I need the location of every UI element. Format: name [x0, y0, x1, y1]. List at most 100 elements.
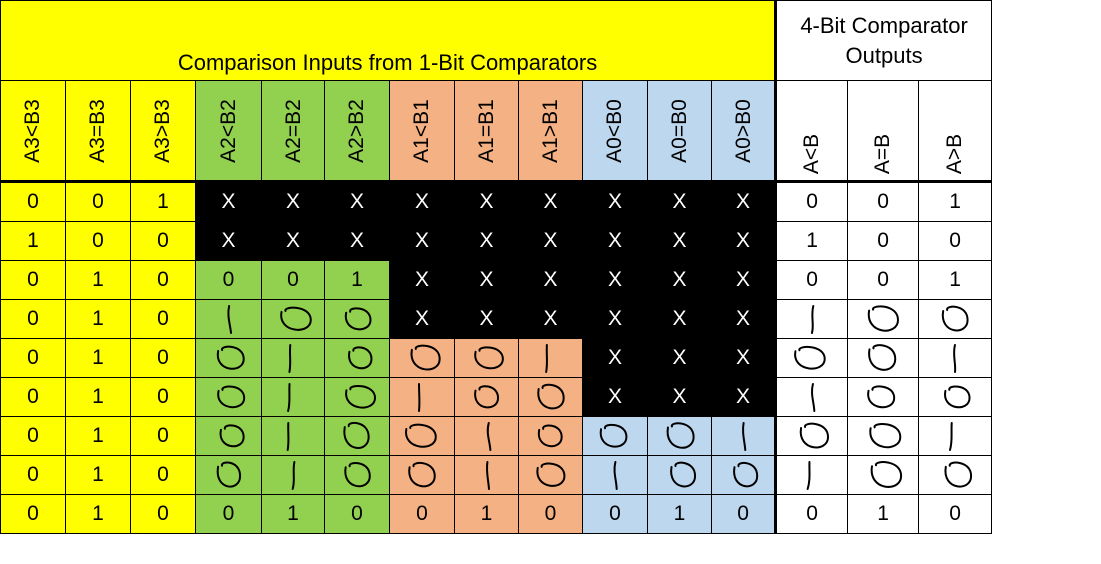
table-cell: 1	[847, 494, 920, 534]
handwritten-zero-icon	[345, 307, 372, 331]
table-cell: 0	[195, 338, 262, 378]
table-cell: 0	[324, 299, 390, 339]
handwritten-zero-icon	[343, 421, 370, 449]
table-cell: 0	[775, 338, 849, 378]
table-cell: 0	[195, 416, 262, 456]
column-header: A=B	[847, 80, 920, 183]
handwritten-one-icon	[806, 461, 811, 490]
column-header-label: A3<B3	[20, 98, 44, 163]
table-cell: 0	[261, 260, 325, 300]
table-row: 010100XXXXXX100	[0, 299, 993, 339]
column-header-label: A1<B1	[409, 98, 433, 163]
table-cell: X	[454, 221, 519, 261]
table-cell: 0	[918, 455, 993, 495]
handwritten-one-icon	[286, 422, 290, 451]
table-cell: 1	[261, 377, 325, 417]
handwritten-zero-icon	[869, 423, 902, 449]
table-row: 010010010001001	[0, 416, 993, 456]
table-cell: X	[389, 299, 455, 339]
column-header: A1>B1	[518, 80, 583, 183]
table-cell: 1	[261, 455, 325, 495]
handwritten-zero-icon	[870, 461, 903, 488]
table-cell: X	[710, 338, 778, 378]
table-cell: X	[582, 377, 648, 417]
table-cell: 1	[775, 377, 849, 417]
handwritten-zero-icon	[473, 346, 504, 370]
table-cell: 0	[195, 260, 262, 300]
table-cell: 1	[918, 338, 993, 378]
table-cell: 1	[775, 455, 849, 495]
handwritten-one-icon	[953, 344, 957, 373]
table-cell: 1	[65, 299, 131, 339]
table-cell: 1	[454, 455, 519, 495]
table-cell: 1	[454, 494, 519, 534]
table-cell: X	[195, 221, 262, 261]
handwritten-zero-icon	[669, 461, 696, 488]
table-cell: 1	[775, 221, 849, 261]
handwritten-one-icon	[613, 461, 618, 490]
handwritten-zero-icon	[345, 384, 377, 409]
table-cell: 1	[65, 260, 131, 300]
table-cell: 1	[65, 338, 131, 378]
table-cell: X	[195, 181, 262, 222]
comparator-truth-table: Comparison Inputs from 1-Bit Comparators…	[0, 0, 993, 534]
inputs-title: Comparison Inputs from 1-Bit Comparators	[0, 0, 778, 81]
table-cell: 1	[918, 181, 993, 222]
table-cell: 0	[847, 181, 920, 222]
table-cell: 0	[582, 494, 648, 534]
table-cell: X	[518, 221, 583, 261]
handwritten-zero-icon	[219, 424, 245, 448]
table-cell: X	[647, 299, 712, 339]
table-cell: 0	[65, 221, 131, 261]
table-cell: 0	[130, 299, 196, 339]
handwritten-zero-icon	[410, 344, 441, 371]
table-cell: 1	[65, 494, 131, 534]
handwritten-one-icon	[287, 383, 291, 412]
handwritten-one-icon	[417, 383, 421, 412]
table-cell: 0	[918, 494, 993, 534]
table-cell: 0	[518, 494, 583, 534]
table-cell: 0	[195, 494, 262, 534]
handwritten-one-icon	[544, 344, 548, 373]
table-cell: 0	[775, 181, 849, 222]
table-row: 010010100XXX100	[0, 377, 993, 417]
table-cell: 0	[261, 299, 325, 339]
table-cell: X	[454, 299, 519, 339]
handwritten-zero-icon	[942, 305, 969, 332]
table-cell: 0	[0, 455, 66, 495]
handwritten-one-icon	[949, 422, 953, 451]
table-cell: 0	[847, 455, 920, 495]
handwritten-zero-icon	[408, 461, 436, 488]
column-header-label: A1=B1	[474, 98, 498, 163]
table-cell: X	[647, 260, 712, 300]
table-cell: 1	[130, 181, 196, 222]
table-cell: 0	[454, 377, 519, 417]
table-cell: 0	[389, 494, 455, 534]
table-cell: X	[454, 181, 519, 222]
table-cell: X	[389, 181, 455, 222]
table-cell: 0	[130, 221, 196, 261]
table-cell: 0	[324, 377, 390, 417]
table-cell: 0	[324, 416, 390, 456]
handwritten-zero-icon	[733, 461, 759, 488]
table-cell: 0	[847, 377, 920, 417]
table-cell: 0	[195, 455, 262, 495]
table-cell: 1	[918, 416, 993, 456]
table-cell: X	[647, 221, 712, 261]
table-cell: 0	[0, 181, 66, 222]
column-header: A1=B1	[454, 80, 519, 183]
table-cell: 0	[847, 221, 920, 261]
table-cell: 0	[130, 455, 196, 495]
table-cell: 1	[195, 299, 262, 339]
table-cell: X	[582, 221, 648, 261]
table-cell: X	[710, 181, 778, 222]
table-cell: 0	[0, 260, 66, 300]
column-header: A0>B0	[710, 80, 778, 183]
table-cell: 0	[0, 494, 66, 534]
table-cell: X	[454, 260, 519, 300]
column-header: A>B	[918, 80, 993, 183]
handwritten-one-icon	[486, 422, 491, 451]
table-cell: 1	[454, 416, 519, 456]
column-header-label: A0<B0	[602, 98, 626, 163]
